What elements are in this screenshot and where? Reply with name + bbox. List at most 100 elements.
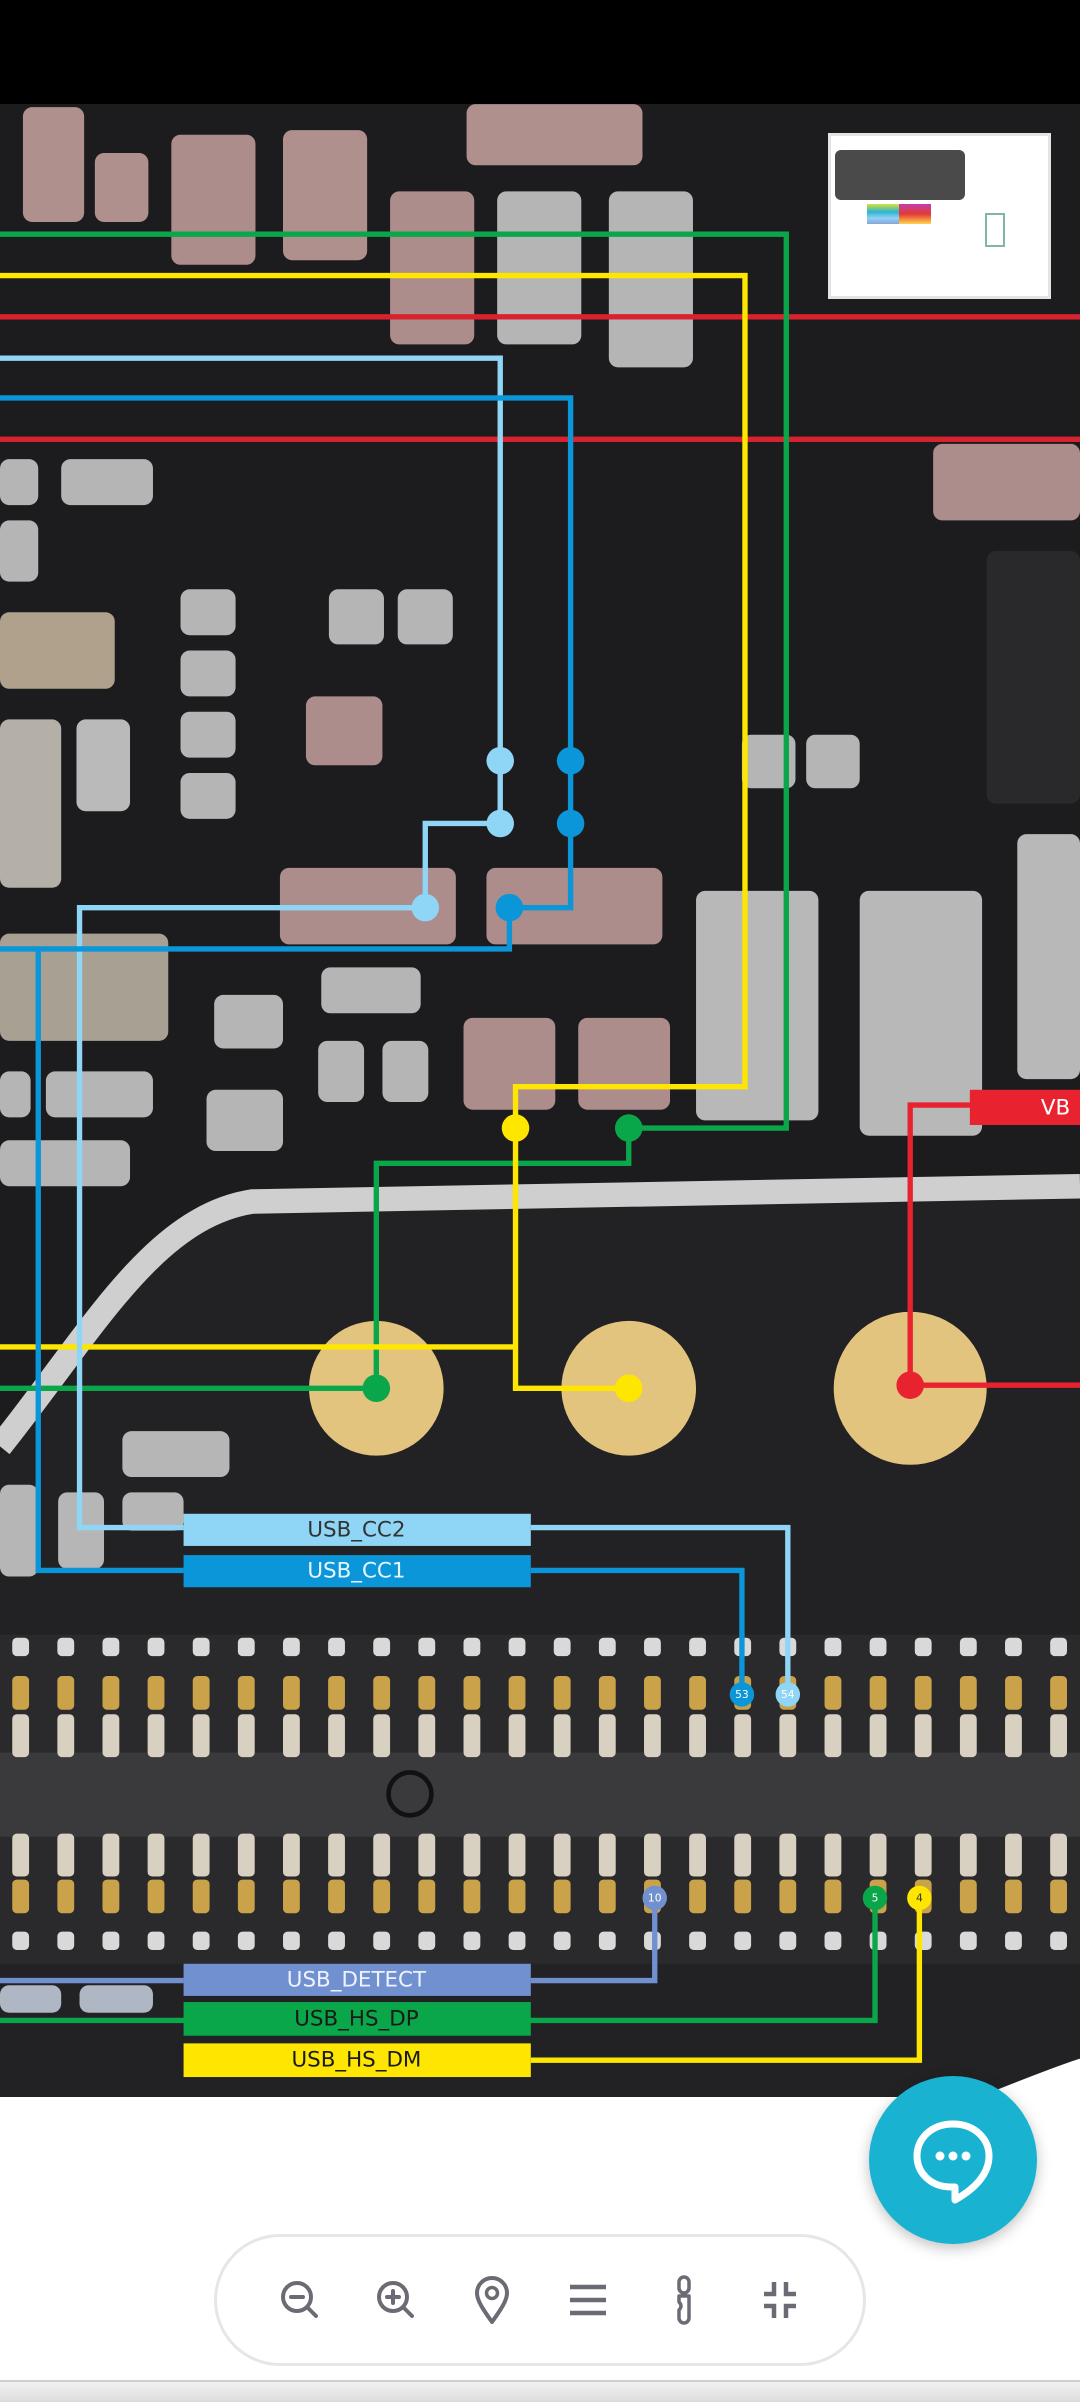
- connector-pin: [779, 1879, 797, 1914]
- connector-pin: [734, 1879, 752, 1914]
- pin-4[interactable]: 4: [907, 1885, 932, 1911]
- connector-pin: [508, 1879, 526, 1914]
- trace-cc2: [0, 355, 791, 1695]
- connector-pin-tab: [779, 1931, 797, 1950]
- label-text: USB_CC2: [307, 1517, 405, 1542]
- components: [0, 104, 1080, 2013]
- minimap-board-thumbnail: [835, 150, 965, 200]
- trace-hs-dp: [0, 231, 789, 1391]
- menu-button[interactable]: [560, 2272, 616, 2328]
- location-button[interactable]: [464, 2272, 520, 2328]
- pcb-component: [283, 130, 368, 261]
- connector-pin: [373, 1833, 391, 1877]
- connector-pin-tab: [57, 1637, 75, 1657]
- connector-pin-tab: [102, 1931, 120, 1950]
- connector-pin: [283, 1879, 300, 1914]
- label-usb-hs-dm[interactable]: USB_HS_DM: [183, 2043, 531, 2078]
- connector-pin: [508, 1676, 526, 1710]
- connector-pin-tab: [328, 1637, 345, 1657]
- pcb-component: [390, 191, 475, 345]
- pcb-component: [608, 191, 693, 368]
- connector-pin-tab: [418, 1931, 436, 1950]
- pin-53[interactable]: 53: [729, 1682, 755, 1707]
- connector-pin-tab: [598, 1637, 616, 1657]
- info-button[interactable]: [656, 2272, 712, 2328]
- pcb-component: [180, 650, 236, 697]
- connector-pin-tab: [869, 1637, 887, 1657]
- pcb-component: [321, 967, 421, 1014]
- info-icon: [677, 2275, 691, 2325]
- connector-pin: [824, 1714, 842, 1758]
- connector-pin: [12, 1879, 30, 1914]
- pcb-component: [497, 191, 582, 345]
- connector-pin: [959, 1879, 977, 1914]
- connector-pin-tab: [418, 1637, 436, 1657]
- connector-pin: [102, 1879, 120, 1914]
- connector-pin-tab: [1050, 1637, 1067, 1657]
- exit-fullscreen-button[interactable]: [752, 2272, 808, 2328]
- connector-pin: [57, 1714, 75, 1758]
- pin-5[interactable]: 5: [862, 1885, 888, 1911]
- connector-pin: [102, 1833, 120, 1877]
- connector-pin: [463, 1676, 481, 1710]
- label-text: VB: [1041, 1096, 1070, 1121]
- pcb-component: [0, 1484, 39, 1577]
- zoom-out-button[interactable]: [272, 2272, 328, 2328]
- label-usb-cc2[interactable]: USB_CC2: [183, 1513, 531, 1546]
- pin-54[interactable]: 54: [775, 1682, 801, 1707]
- label-vbus[interactable]: VB: [969, 1089, 1080, 1125]
- connector-pin: [689, 1833, 706, 1877]
- connector-pin-tab: [463, 1637, 481, 1657]
- menu-icon: [570, 2284, 606, 2316]
- node-dm: [501, 1114, 530, 1142]
- pcb-component: [94, 153, 149, 222]
- pcb-component: [79, 1985, 153, 2013]
- connector-pin: [102, 1676, 120, 1710]
- pcb-component: [859, 890, 983, 1136]
- node-cc2: [486, 746, 514, 775]
- pcb-component: [0, 1140, 131, 1187]
- connector-pin: [689, 1676, 706, 1710]
- zoom-in-button[interactable]: [368, 2272, 424, 2328]
- connector-pin: [644, 1676, 661, 1710]
- pin-10[interactable]: 10: [642, 1885, 667, 1911]
- pcb-component: [1017, 834, 1080, 1080]
- label-usb-cc1[interactable]: USB_CC1: [183, 1555, 531, 1588]
- connector-pin: [734, 1714, 752, 1758]
- minimap-viewport-indicator[interactable]: [985, 213, 1005, 247]
- minimap[interactable]: [828, 133, 1051, 299]
- connector-pin-tab: [553, 1637, 571, 1657]
- pcb-component: [318, 1040, 365, 1103]
- chat-button[interactable]: [869, 2076, 1037, 2244]
- connector-pin: [12, 1676, 30, 1710]
- trace-vbus-top: [0, 314, 1080, 442]
- connector-pin: [57, 1879, 75, 1914]
- connector-pin: [373, 1676, 391, 1710]
- label-usb-hs-dp[interactable]: USB_HS_DP: [183, 2002, 531, 2036]
- connector-pin: [959, 1714, 977, 1758]
- connector-pin: [553, 1833, 571, 1877]
- connector-pin: [237, 1833, 255, 1877]
- node-cc1: [495, 893, 524, 922]
- minimap-legend-swatch: [867, 204, 899, 224]
- pcb-component: [76, 719, 131, 812]
- label-usb-detect[interactable]: USB_DETECT: [183, 1963, 531, 1996]
- navigation-bar: [0, 2380, 1080, 2402]
- trace-cc1: [0, 395, 745, 1695]
- connector-pin: [779, 1714, 797, 1758]
- connector-pin: [959, 1833, 977, 1877]
- connector-pin-tab: [192, 1931, 210, 1950]
- pcb-component: [122, 1431, 230, 1478]
- connector-pin: [779, 1833, 797, 1877]
- connector-pin: [147, 1714, 165, 1758]
- label-text: USB_HS_DM: [291, 2048, 421, 2073]
- connector-pin: [463, 1833, 481, 1877]
- connector-pin: [689, 1879, 706, 1914]
- pin-number: 54: [781, 1688, 795, 1701]
- connector-pin: [147, 1676, 165, 1710]
- connector-pin: [508, 1833, 526, 1877]
- connector-pin: [734, 1833, 752, 1877]
- pin-number: 10: [648, 1891, 662, 1904]
- connector-pin-tab: [1005, 1637, 1022, 1657]
